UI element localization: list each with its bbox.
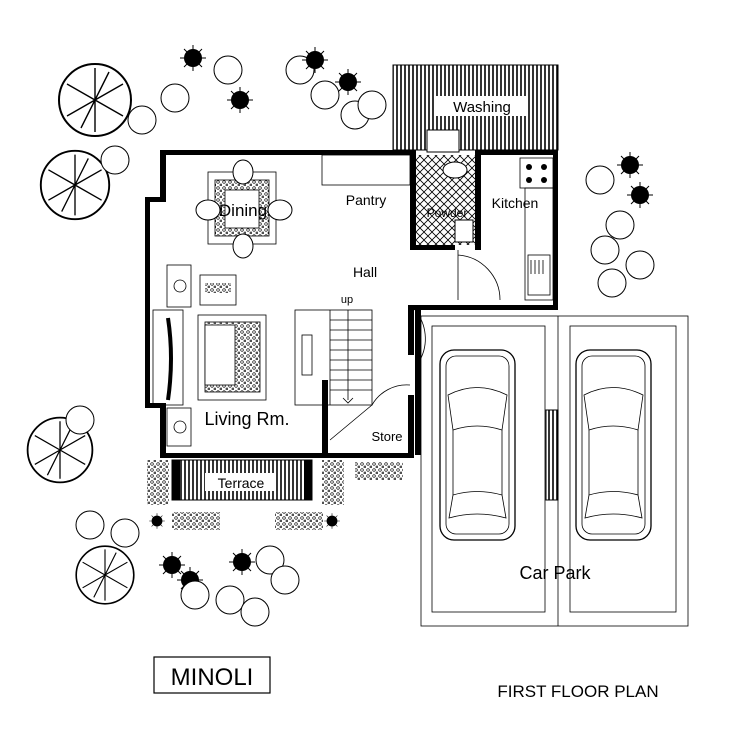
label-living: Living Rm.: [204, 409, 289, 429]
powder-door[interactable]: [457, 250, 501, 301]
car-left: [439, 349, 516, 541]
kitchen-counter: [524, 187, 554, 301]
pantry-counter: [321, 154, 411, 186]
walls: [145, 150, 558, 458]
stove: [519, 157, 554, 189]
label-washing: Washing: [453, 99, 511, 116]
label-powder: Powder: [427, 206, 468, 220]
label-hall: Hall: [353, 264, 377, 280]
landscaping: [26, 44, 655, 627]
car-right: [575, 349, 652, 541]
label-pantry: Pantry: [346, 192, 386, 208]
label-stairs-up: up: [341, 294, 353, 306]
label-store: Store: [371, 429, 402, 444]
car-park: [420, 315, 689, 627]
plan-title: MINOLI: [171, 664, 254, 691]
title-box: [153, 656, 271, 694]
label-kitchen: Kitchen: [492, 195, 539, 211]
label-car-park: Car Park: [519, 563, 591, 583]
living-furniture: [152, 264, 267, 447]
carpark-door[interactable]: [414, 309, 426, 361]
sink: [527, 254, 551, 296]
label-dining: Dining: [219, 201, 267, 220]
plan-subtitle: FIRST FLOOR PLAN: [497, 682, 658, 701]
store-door[interactable]: [329, 384, 411, 441]
label-terrace: Terrace: [218, 475, 265, 491]
staircase[interactable]: [294, 309, 373, 406]
dining-table: [195, 159, 293, 259]
